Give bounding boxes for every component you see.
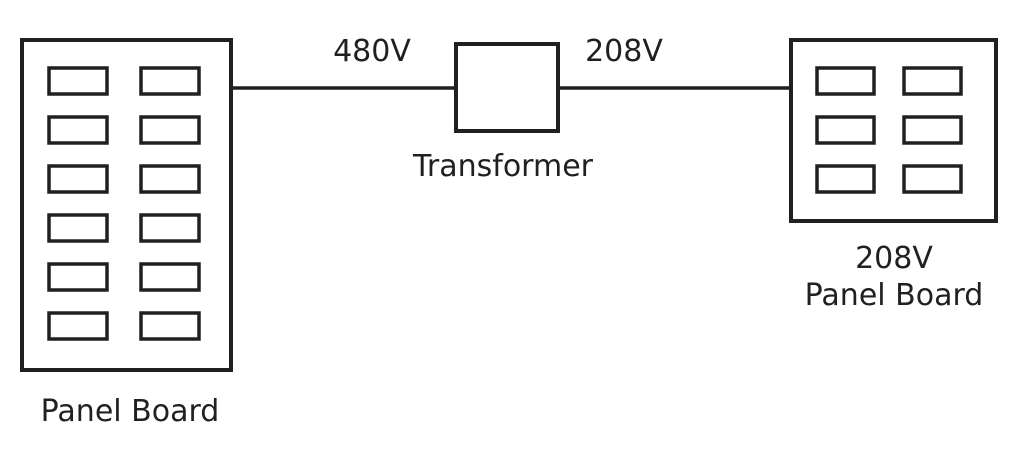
label-480v: 480V (333, 34, 411, 69)
circuit-breaker (139, 311, 201, 341)
label-right-panel-board: Panel Board (805, 278, 984, 313)
left-panel-enclosure (20, 38, 233, 372)
circuit-breaker (139, 115, 201, 145)
circuit-breaker (815, 66, 876, 96)
circuit-breaker (902, 115, 963, 145)
circuit-breaker (139, 213, 201, 243)
label-208v: 208V (585, 34, 663, 69)
circuit-breaker (139, 164, 201, 194)
left-panel-board (20, 38, 233, 372)
circuit-breaker (47, 213, 109, 243)
circuit-breaker (139, 66, 201, 96)
circuit-breaker (47, 115, 109, 145)
circuit-breaker (815, 115, 876, 145)
label-transformer: Transformer (412, 149, 594, 184)
circuit-breaker (815, 164, 876, 194)
circuit-breaker (47, 66, 109, 96)
circuit-breaker (139, 262, 201, 292)
label-right-panel-voltage: 208V (855, 241, 933, 276)
transformer-box (454, 42, 560, 133)
circuit-breaker (47, 164, 109, 194)
right-panel-enclosure (789, 38, 998, 223)
circuit-breaker (47, 262, 109, 292)
circuit-breaker (902, 66, 963, 96)
circuit-breaker (902, 164, 963, 194)
circuit-breaker (47, 311, 109, 341)
label-left-panel-board: Panel Board (41, 394, 220, 429)
right-panel-board (789, 38, 998, 223)
